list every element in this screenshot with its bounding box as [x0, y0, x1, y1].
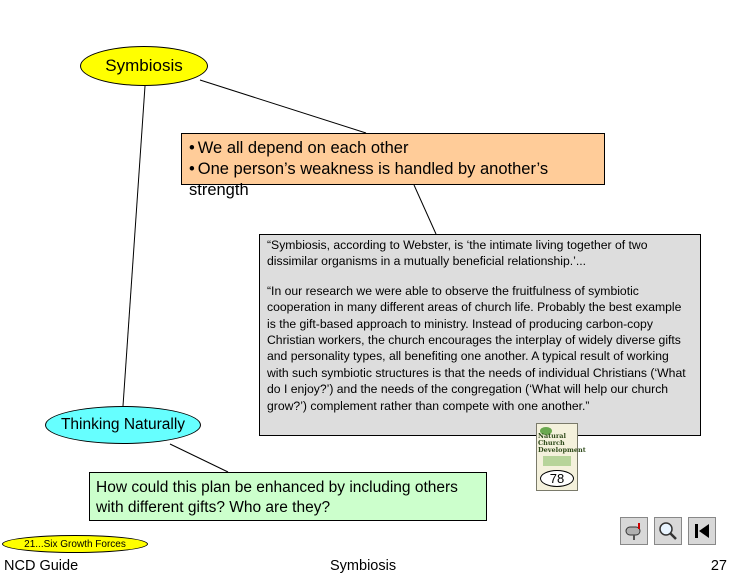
symbiosis-oval[interactable]: Symbiosis [80, 46, 208, 86]
quote-paragraph-2: “In our research we were able to observe… [267, 283, 686, 413]
book-thumbnail[interactable]: Natural Church Development 78 [536, 423, 586, 491]
question-box: How could this plan be enhanced by inclu… [89, 472, 487, 521]
thinking-naturally-oval[interactable]: Thinking Naturally [45, 406, 201, 444]
key-points-list: We all depend on each other One person’s… [189, 138, 604, 201]
book-cover-emblem [540, 427, 552, 435]
first-slide-icon [695, 524, 709, 538]
bullet-item: One person’s weakness is handled by anot… [189, 159, 604, 201]
mailbox-button[interactable] [620, 517, 648, 545]
quote-paragraph-1: “Symbiosis, according to Webster, is ‘th… [267, 238, 648, 269]
six-growth-forces-link[interactable]: 21...Six Growth Forces [2, 535, 148, 553]
search-button[interactable] [654, 517, 682, 545]
footer-page-number: 27 [710, 558, 727, 574]
footer-left-text: NCD Guide [4, 558, 79, 574]
mailbox-icon [625, 523, 641, 540]
book-cover-art [543, 456, 571, 466]
key-points-box: We all depend on each other One person’s… [181, 133, 605, 199]
bullet-item: We all depend on each other [189, 138, 604, 159]
quote-box: “Symbiosis, according to Webster, is ‘th… [259, 234, 701, 436]
magnifier-icon [659, 522, 677, 540]
first-slide-button[interactable] [688, 517, 716, 545]
book-title: Natural Church Development [538, 432, 586, 454]
footer-center-text: Symbiosis [330, 558, 397, 574]
page-number-badge: 78 [540, 470, 574, 487]
